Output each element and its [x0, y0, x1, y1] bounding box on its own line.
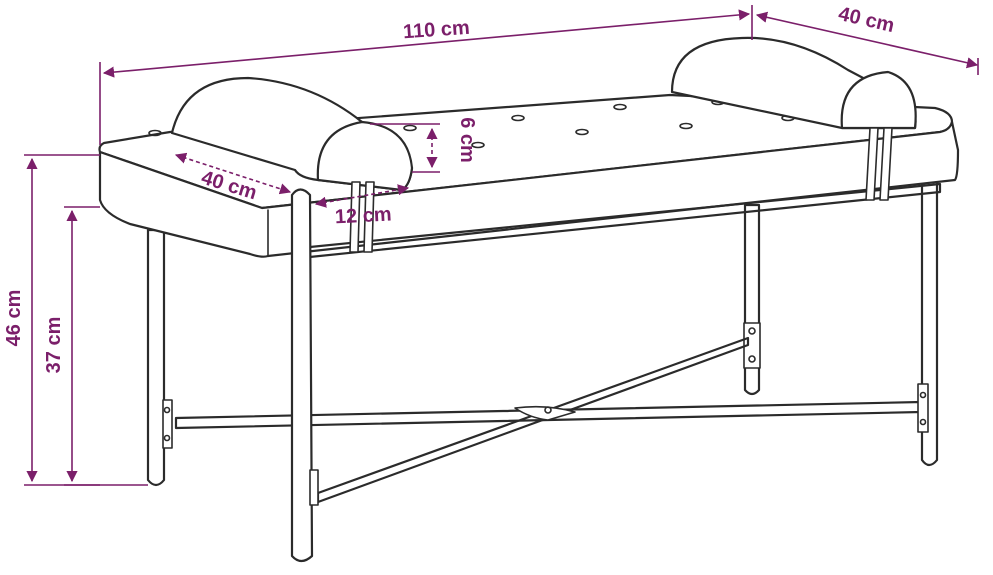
dimension-armrest-depth [174, 152, 292, 195]
front-left-leg [146, 228, 173, 487]
dimension-armrest-width [314, 184, 410, 208]
label-cushion-thickness: 6 cm [456, 117, 478, 163]
tufting-buttons [148, 98, 795, 149]
dimension-depth [755, 11, 979, 75]
cross-brace [174, 336, 923, 504]
dimension-seat-height [64, 206, 100, 486]
label-overall-width: 110 cm [402, 17, 470, 44]
back-right-leg [743, 203, 761, 396]
label-armrest-width: 12 cm [334, 203, 392, 228]
dimension-overall-width [99, 5, 753, 145]
front-middle-leg [290, 188, 319, 563]
label-seat-height: 37 cm [43, 317, 65, 374]
label-depth: 40 cm [836, 3, 896, 37]
label-total-height: 46 cm [3, 290, 25, 347]
dimension-cushion-thickness [370, 123, 440, 173]
